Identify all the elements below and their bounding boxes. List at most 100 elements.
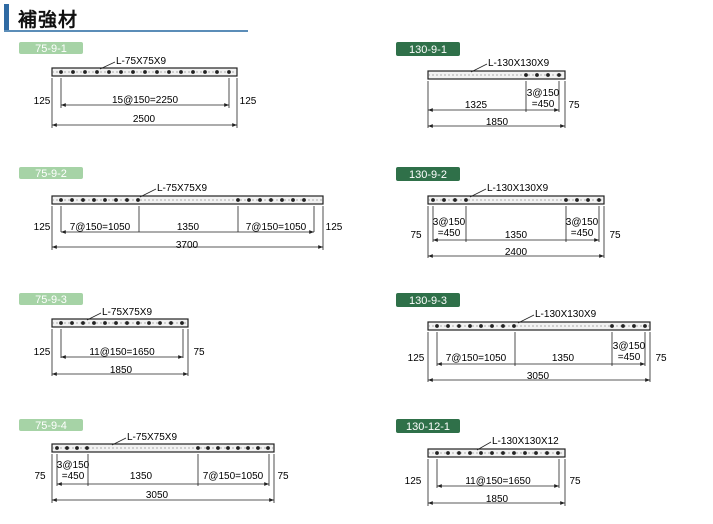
panel-tag <box>396 293 460 307</box>
dimension-lines <box>428 484 565 505</box>
size-leader <box>517 314 535 324</box>
bolt-hole <box>75 446 79 450</box>
bolt-hole-row <box>524 73 561 77</box>
size-label: L-75X75X9 <box>102 307 152 318</box>
bolt-hole <box>92 198 96 202</box>
dim-label: 125 <box>405 476 422 487</box>
bolt-hole <box>512 451 516 455</box>
bolt-hole <box>556 451 560 455</box>
bolt-hole <box>125 321 129 325</box>
dim-label: 3@150 <box>527 88 560 99</box>
dim-label: 125 <box>34 96 51 107</box>
extension-lines <box>51 454 275 503</box>
bolt-hole <box>597 198 601 202</box>
bolt-hole <box>468 324 472 328</box>
bolt-hole <box>490 324 494 328</box>
bolt-hole <box>70 321 74 325</box>
bolt-hole-row <box>435 451 560 455</box>
extension-lines <box>427 332 651 382</box>
dim-label: 75 <box>568 100 580 111</box>
extension-lines <box>427 206 605 258</box>
dim-total: 2500 <box>133 114 156 125</box>
dim-label: 7@150=1050 <box>70 222 131 233</box>
bolt-hole <box>564 198 568 202</box>
dim-label: 7@150=1050 <box>446 353 507 364</box>
dim-total: 3050 <box>527 371 550 382</box>
bolt-hole <box>226 446 230 450</box>
bolt-hole <box>92 321 96 325</box>
bolt-hole <box>247 198 251 202</box>
dim-label: 1350 <box>130 471 153 482</box>
bolt-hole-row <box>564 198 601 202</box>
panel-code: 130-9-2 <box>409 169 447 181</box>
dim-label: 75 <box>655 353 667 364</box>
bolt-hole <box>575 198 579 202</box>
dim-total: 1850 <box>486 117 509 128</box>
dim-label: 75 <box>569 476 581 487</box>
bolt-hole-row <box>55 446 89 450</box>
dimension-lines <box>428 108 565 128</box>
bolt-hole-row <box>59 198 140 202</box>
bolt-hole <box>534 451 538 455</box>
bolt-hole <box>167 70 171 74</box>
bolt-hole <box>523 451 527 455</box>
panel-75-9-1: 75-9-1 L-75X75X9 125 15@150=2250 125 250… <box>19 42 257 128</box>
bolt-hole <box>59 198 63 202</box>
panel-code: 130-9-3 <box>409 295 447 307</box>
bolt-hole <box>55 446 59 450</box>
bolt-hole <box>269 198 273 202</box>
bolt-hole <box>59 70 63 74</box>
bolt-hole <box>457 451 461 455</box>
bolt-hole <box>191 70 195 74</box>
bolt-hole-row <box>610 324 647 328</box>
extension-lines <box>427 459 566 506</box>
bolt-hole <box>435 451 439 455</box>
panel-130-12-1: 130-12-1 L-130X130X12 125 11@150=1650 75… <box>396 419 581 506</box>
bolt-hole <box>446 324 450 328</box>
size-label: L-75X75X9 <box>116 56 166 67</box>
bolt-hole <box>246 446 250 450</box>
panel-tag <box>19 42 83 54</box>
dim-label: =450 <box>618 352 641 363</box>
size-label: L-130X130X9 <box>487 183 549 194</box>
bolt-hole <box>114 321 118 325</box>
dim-total: 1850 <box>486 494 509 505</box>
bolt-hole <box>196 446 200 450</box>
bolt-hole <box>227 70 231 74</box>
dim-label: 3@150 <box>613 341 646 352</box>
bolt-hole <box>158 321 162 325</box>
panel-code: 75-9-3 <box>35 294 67 306</box>
bolt-hole <box>557 73 561 77</box>
panel-130-9-2: 130-9-2 L-130X130X9 75 3@150 =450 1350 3… <box>396 167 621 258</box>
bolt-hole-row <box>435 324 516 328</box>
panel-75-9-2: 75-9-2 L-75X75X9 125 7@150=1050 1350 7@1… <box>19 167 343 251</box>
bolt-hole-row <box>236 198 306 202</box>
bolt-hole <box>216 446 220 450</box>
dim-label: 75 <box>193 347 205 358</box>
bolt-hole <box>464 198 468 202</box>
bolt-hole <box>83 70 87 74</box>
extension-lines <box>51 78 238 128</box>
dim-label: 3@150 <box>566 217 599 228</box>
bolt-hole <box>291 198 295 202</box>
bolt-hole <box>114 198 118 202</box>
dimension-lines <box>52 355 188 376</box>
panel-tag <box>396 167 460 181</box>
bolt-hole <box>147 321 151 325</box>
dim-label: 75 <box>277 471 289 482</box>
size-leader <box>86 312 102 321</box>
bolt-hole <box>266 446 270 450</box>
bolt-hole <box>103 321 107 325</box>
extension-lines <box>427 81 566 128</box>
size-label: L-75X75X9 <box>157 183 207 194</box>
dimension-lines <box>52 482 274 502</box>
panel-tag <box>19 293 83 305</box>
dim-label: 7@150=1050 <box>246 222 307 233</box>
dim-label: 75 <box>410 230 422 241</box>
bolt-hole <box>215 70 219 74</box>
bolt-hole <box>59 321 63 325</box>
dim-label: =450 <box>62 471 85 482</box>
dim-label: 1350 <box>552 353 575 364</box>
bolt-hole <box>479 324 483 328</box>
